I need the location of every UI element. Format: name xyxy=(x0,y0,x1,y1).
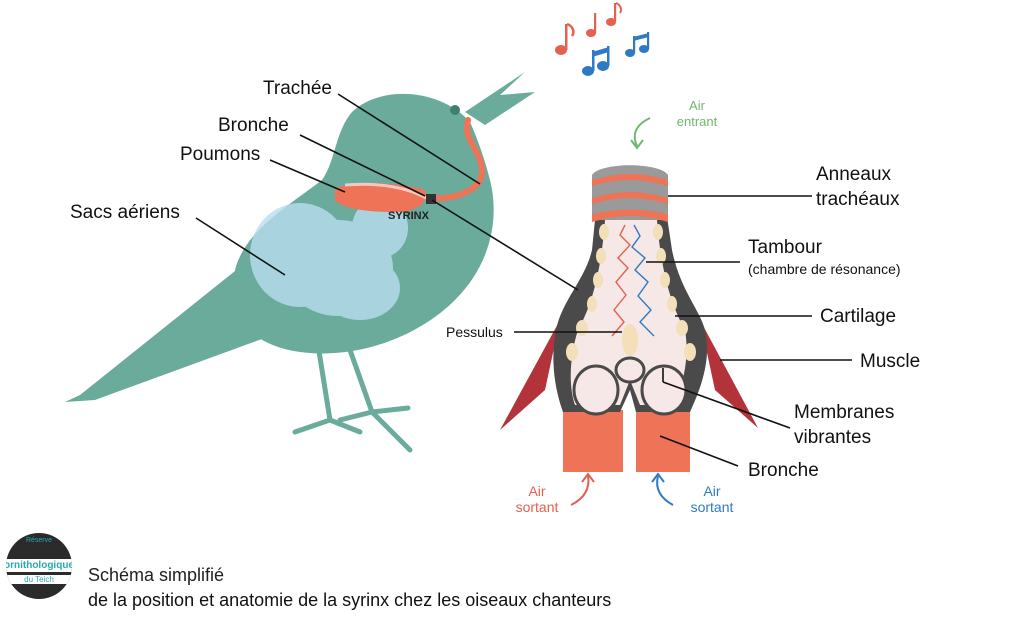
bird-eye xyxy=(450,105,460,115)
tracheal-rings xyxy=(592,174,668,222)
label-air-sortant-right-2: sortant xyxy=(691,499,734,515)
leader-lines xyxy=(195,93,852,467)
vibration-blue xyxy=(631,224,655,337)
label-air-sortant-left-1: Air xyxy=(528,483,545,499)
music-note-icon xyxy=(606,2,622,26)
label-air-entrant-2: entrant xyxy=(677,114,718,129)
logo-top-text: Réserve xyxy=(25,537,53,544)
label-cartilage: Cartilage xyxy=(820,306,896,327)
label-syrinx: SYRINX xyxy=(388,210,430,222)
label-anneaux-line2: trachéaux xyxy=(816,189,900,210)
bird-trachea xyxy=(427,117,486,202)
label-air-sortant-left-2: sortant xyxy=(516,499,559,515)
labels: Trachée Bronche Poumons Sacs aériens SYR… xyxy=(70,78,920,515)
label-poumons: Poumons xyxy=(180,144,260,165)
bird-bronchi xyxy=(344,182,431,202)
syrinx-membrane xyxy=(570,220,687,405)
syrinx-detail xyxy=(500,165,758,472)
arrow-air-sortant-right-icon xyxy=(656,475,674,506)
pessulus xyxy=(622,324,638,356)
air-sacs xyxy=(250,198,408,320)
air-arrows xyxy=(570,117,674,506)
bird-leg-right xyxy=(337,347,413,453)
syrinx-marker xyxy=(426,194,436,204)
lower-chambers xyxy=(572,356,688,416)
label-tambour-sub: (chambre de résonance) xyxy=(748,261,901,277)
label-air-entrant-1: Air xyxy=(689,98,706,113)
caption-line1: Schéma simplifié xyxy=(88,565,225,585)
double-note-icon xyxy=(625,32,650,57)
bird-illustration xyxy=(65,72,535,453)
bird-leg-left xyxy=(292,342,363,435)
label-pessulus: Pessulus xyxy=(446,324,503,340)
label-anneaux-line1: Anneaux xyxy=(816,164,892,185)
footer: Réserve ornithologique du Teich Schéma s… xyxy=(0,528,1024,641)
label-bronche-detail: Bronche xyxy=(748,460,819,481)
label-membranes-line2: vibrantes xyxy=(794,427,871,448)
bronchus-right xyxy=(636,410,690,472)
arrow-air-sortant-left-icon xyxy=(570,475,590,506)
music-note-icon xyxy=(586,13,597,37)
reserve-logo: Réserve ornithologique du Teich xyxy=(6,533,72,599)
label-air-sortant-right-1: Air xyxy=(703,483,720,499)
label-trachee: Trachée xyxy=(263,78,332,99)
double-note-icon xyxy=(582,46,610,76)
bronchus-left xyxy=(563,410,623,472)
arrow-air-entrant-icon xyxy=(633,117,651,147)
music-notes xyxy=(555,2,650,76)
music-note-icon xyxy=(555,22,575,55)
bird-beak xyxy=(465,72,535,125)
label-tambour: Tambour xyxy=(748,237,823,258)
muscle-right xyxy=(700,320,758,428)
caption-line2: de la position et anatomie de la syrinx … xyxy=(88,590,612,610)
label-muscle: Muscle xyxy=(860,351,920,372)
muscle-left xyxy=(500,320,560,430)
logo-bottom-text: du Teich xyxy=(6,575,72,584)
label-sacs-aeriens: Sacs aériens xyxy=(70,202,180,223)
label-bronche-bird: Bronche xyxy=(218,115,289,136)
label-membranes-line1: Membranes xyxy=(794,402,894,423)
vibration-red xyxy=(611,224,631,337)
logo-mid-text: ornithologique xyxy=(6,559,72,572)
cartilage-right xyxy=(653,224,696,361)
